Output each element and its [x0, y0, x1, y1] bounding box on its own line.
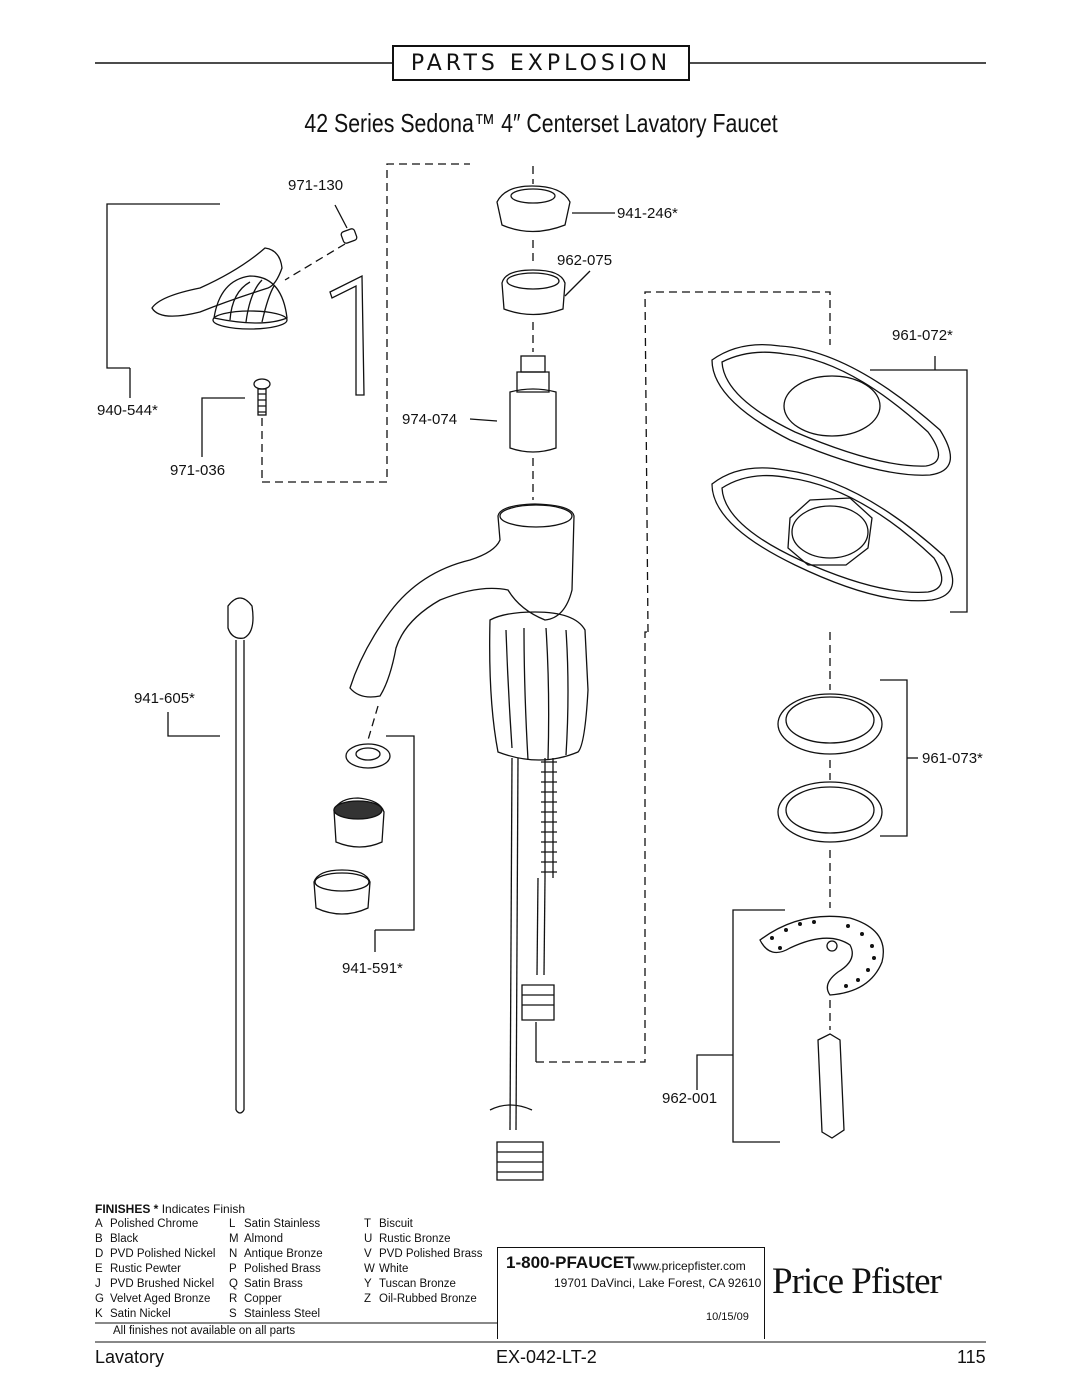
finish-item: J PVD Brushed Nickel [95, 1277, 215, 1292]
part-label-962-001: 962-001 [662, 1090, 718, 1107]
part-label-940-544: 940-544* [97, 402, 158, 419]
finishes-column-2: L Satin Stainless M Almond N Antique Bronze… [229, 1217, 323, 1322]
finish-item: A Polished Chrome [95, 1217, 215, 1232]
contact-box [497, 1247, 765, 1339]
finish-name: Black [110, 1233, 139, 1245]
finishes-column-3: T Biscuit U Rustic Bronze V PVD Polished Br… [364, 1217, 483, 1307]
revision-date: 10/15/09 [706, 1311, 749, 1323]
finishes-heading: FINISHES * Indicates Finish [95, 1202, 245, 1216]
finish-code: Z [364, 1293, 372, 1305]
finish-item: K Satin Nickel [95, 1307, 215, 1322]
footer-page-number: 115 [957, 1347, 986, 1367]
finish-code: Y [364, 1278, 372, 1290]
finish-name: Satin Nickel [110, 1308, 171, 1320]
finish-code: T [364, 1218, 372, 1230]
finish-name: Copper [244, 1293, 282, 1305]
finish-name: Satin Stainless [244, 1218, 321, 1230]
footer-doc-number: EX-042-LT-2 [496, 1347, 597, 1367]
finish-item: T Biscuit [364, 1217, 483, 1232]
brand-logo: Price Pfister [772, 1261, 942, 1302]
finish-item: L Satin Stainless [229, 1217, 323, 1232]
finish-code: R [229, 1293, 238, 1305]
finishes-heading-rest: Indicates Finish [161, 1202, 246, 1216]
finishes-note: All finishes not available on all parts [113, 1325, 296, 1337]
finish-item: D PVD Polished Nickel [95, 1247, 215, 1262]
finish-name: PVD Polished Nickel [110, 1248, 216, 1260]
finish-item: P Polished Brass [229, 1262, 323, 1277]
finish-code: W [364, 1263, 375, 1275]
finish-name: Polished Brass [244, 1263, 321, 1275]
finish-item: M Almond [229, 1232, 323, 1247]
finish-code: D [95, 1248, 104, 1260]
finish-item: B Black [95, 1232, 215, 1247]
finish-name: Stainless Steel [244, 1308, 321, 1320]
finish-name: PVD Polished Brass [379, 1248, 483, 1260]
finish-code: M [229, 1233, 239, 1245]
part-label-962-075: 962-075 [557, 252, 613, 269]
finish-code: K [95, 1308, 103, 1320]
finish-item: G Velvet Aged Bronze [95, 1292, 215, 1307]
website-link[interactable]: www.pricepfister.com [633, 1259, 746, 1273]
banner-title: PARTS EXPLOSION [392, 45, 690, 81]
finish-code: A [95, 1218, 103, 1230]
part-label-941-246: 941-246* [617, 205, 678, 222]
finish-code: E [95, 1263, 103, 1275]
finish-code: G [95, 1293, 104, 1305]
finish-item: Q Satin Brass [229, 1277, 323, 1292]
finish-name: Polished Chrome [110, 1218, 199, 1230]
part-label-971-130: 971-130 [288, 177, 344, 194]
part-label-961-073: 961-073* [922, 750, 983, 767]
finish-name: Biscuit [379, 1218, 413, 1230]
phone-number: 1-800-PFAUCET [506, 1253, 635, 1272]
finish-name: White [379, 1263, 409, 1275]
finish-item: Y Tuscan Bronze [364, 1277, 483, 1292]
part-label-941-591: 941-591* [342, 960, 403, 977]
finish-item: N Antique Bronze [229, 1247, 323, 1262]
finish-name: Antique Bronze [244, 1248, 323, 1260]
finishes-heading-star: * [150, 1202, 162, 1216]
finish-name: Velvet Aged Bronze [110, 1293, 211, 1305]
finish-code: P [229, 1263, 237, 1275]
finish-item: S Stainless Steel [229, 1307, 323, 1322]
finish-name: Rustic Pewter [110, 1263, 181, 1275]
finish-code: J [95, 1278, 101, 1290]
finishes-heading-bold: FINISHES [95, 1202, 151, 1216]
finish-code: B [95, 1233, 103, 1245]
part-label-961-072: 961-072* [892, 327, 953, 344]
finish-name: Satin Brass [244, 1278, 303, 1290]
finish-item: E Rustic Pewter [95, 1262, 215, 1277]
finish-name: Almond [244, 1233, 283, 1245]
finish-item: V PVD Polished Brass [364, 1247, 483, 1262]
finish-item: Z Oil-Rubbed Bronze [364, 1292, 483, 1307]
page-title: 42 Series Sedona™ 4″ Centerset Lavatory … [304, 108, 778, 138]
finish-name: Tuscan Bronze [379, 1278, 456, 1290]
finish-code: U [364, 1233, 373, 1245]
footer-category: Lavatory [95, 1347, 165, 1367]
finish-code: S [229, 1308, 237, 1320]
finish-item: W White [364, 1262, 483, 1277]
finish-code: L [229, 1218, 236, 1230]
finish-code: V [364, 1248, 372, 1260]
part-label-974-074: 974-074 [402, 411, 458, 428]
finish-code: N [229, 1248, 238, 1260]
finish-name: Rustic Bronze [379, 1233, 451, 1245]
finish-item: U Rustic Bronze [364, 1232, 483, 1247]
part-label-941-605: 941-605* [134, 690, 195, 707]
finish-code: Q [229, 1278, 238, 1290]
address: 19701 DaVinci, Lake Forest, CA 92610 [554, 1276, 762, 1290]
finishes-column-1: A Polished Chrome B Black D PVD Polished Ni… [95, 1217, 215, 1322]
finish-name: PVD Brushed Nickel [110, 1278, 215, 1290]
finish-item: R Copper [229, 1292, 323, 1307]
finish-name: Oil-Rubbed Bronze [379, 1293, 477, 1305]
part-label-971-036: 971-036 [170, 462, 226, 479]
